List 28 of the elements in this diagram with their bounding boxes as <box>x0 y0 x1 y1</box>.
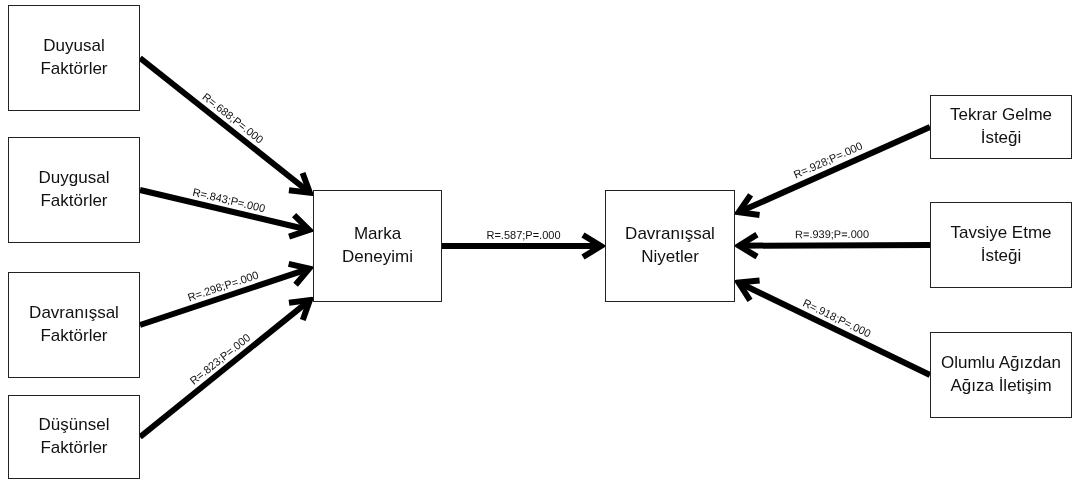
arrow <box>139 187 313 240</box>
box-label: Duygusal Faktörler <box>37 167 111 212</box>
box-label: Duyusal Faktörler <box>39 35 109 80</box>
factor-box <box>930 202 1072 288</box>
factor-box <box>930 332 1072 418</box>
box-label: Tekrar Gelme İsteği <box>949 104 1053 149</box>
arrow <box>735 277 932 378</box>
box-label: Marka Deneyimi <box>341 223 414 268</box>
arrow <box>138 55 313 196</box>
arrow <box>139 260 313 328</box>
box-label: Olumlu Ağızdan Ağıza İletişim <box>941 352 1061 397</box>
arrow <box>735 124 932 218</box>
factor-box <box>8 137 140 243</box>
box-label: Davranışsal Faktörler <box>28 302 120 347</box>
factor-box <box>8 395 140 479</box>
factor-box <box>930 95 1072 159</box>
factor-box <box>313 190 442 302</box>
factor-box <box>8 5 140 111</box>
edge-label: R=.939;P=.000 <box>794 228 871 241</box>
box-label: Düşünsel Faktörler <box>37 414 111 459</box>
factor-box <box>605 190 735 302</box>
box-label: Davranışsal Niyetler <box>624 223 716 268</box>
edge-label: R=.587;P=.000 <box>485 229 562 242</box>
arrow <box>442 232 604 260</box>
arrow <box>138 297 313 440</box>
box-label: Tavsiye Etme İsteği <box>949 222 1053 267</box>
factor-box <box>8 272 140 378</box>
arrow <box>736 231 930 260</box>
